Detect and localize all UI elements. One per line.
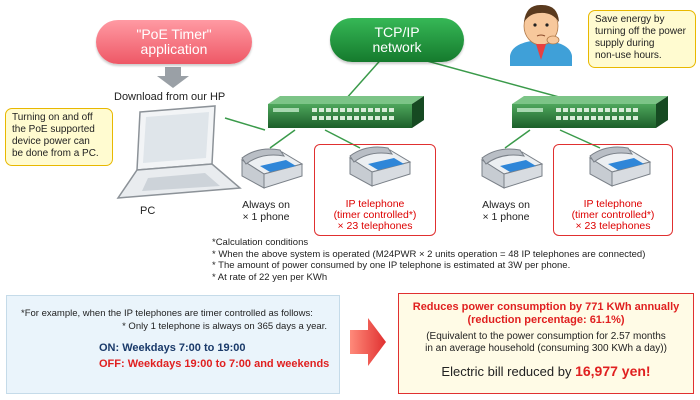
download-arrow-icon: [157, 67, 189, 88]
result-headline-sub: (reduction percentage: 61.1%): [467, 314, 625, 326]
label-line: Always on: [482, 199, 530, 211]
always-on-label: Always on × 1 phone: [226, 199, 306, 223]
pc-label: PC: [140, 205, 156, 217]
label-line: Always on: [242, 199, 290, 211]
timer-phones-box: [314, 144, 436, 236]
network-label-line1: TCP/IP: [374, 24, 420, 40]
label-line: IP telephone: [583, 198, 643, 210]
example-box: *For example, when the IP telephones are…: [6, 295, 340, 394]
calc-title: *Calculation conditions: [212, 237, 309, 248]
label-line: × 1 phone: [482, 211, 530, 223]
app-label-line2: application: [140, 41, 208, 57]
calculation-conditions: *Calculation conditions * When the above…: [212, 237, 645, 283]
label-line: (timer controlled*): [333, 209, 417, 221]
save-energy-callout: Save energy by turning off the power sup…: [588, 10, 696, 68]
bill-prefix: Electric bill reduced by: [441, 364, 576, 379]
off-schedule: OFF: Weekdays 19:00 to 7:00 and weekends: [99, 358, 330, 370]
label-line: × 23 telephones: [337, 220, 413, 232]
download-text: Download from our HP: [114, 91, 226, 103]
result-equivalent: in an average household (consuming 300 K…: [425, 343, 667, 354]
poe-switch-icon: [512, 96, 668, 128]
calc-line: * At rate of 22 yen per KWh: [212, 271, 328, 283]
ip-phone-icon: [348, 146, 412, 187]
label-line: (timer controlled*): [571, 209, 655, 221]
laptop-pc-icon: [116, 105, 242, 199]
label-line: × 1 phone: [242, 211, 290, 223]
tcpip-network-badge: TCP/IP network: [330, 18, 464, 62]
result-bill: Electric bill reduced by 16,977 yen!: [399, 363, 693, 379]
label-line: IP telephone: [345, 198, 405, 210]
example-line1: *For example, when the IP telephones are…: [21, 308, 313, 319]
callout-line: Save energy by: [595, 14, 665, 25]
network-label-line2: network: [372, 39, 422, 55]
callout-line: Turning on and off: [12, 112, 93, 123]
label-line: × 23 telephones: [575, 220, 651, 232]
timer-phone-label: IP telephone (timer controlled*) × 23 te…: [314, 199, 436, 232]
result-headline: Reduces power consumption by 771 KWh ann…: [412, 301, 680, 313]
result-equivalent: (Equivalent to the power consumption for…: [426, 331, 666, 342]
app-label-line1: "PoE Timer": [136, 26, 212, 42]
example-line2: * Only 1 telephone is always on 365 days…: [122, 321, 327, 332]
ip-phone-icon: [240, 148, 304, 189]
pc-control-callout: Turning on and off the PoE supported dev…: [5, 108, 113, 166]
callout-line: device power can: [12, 136, 90, 147]
callout-line: non-use hours.: [595, 50, 662, 61]
callout-line: turning off the power: [595, 26, 686, 37]
timer-phone-label: IP telephone (timer controlled*) × 23 te…: [553, 199, 673, 232]
ip-phone-icon: [588, 146, 652, 187]
callout-line: supply during: [595, 38, 655, 49]
result-box: Reduces power consumption by 771 KWh ann…: [398, 293, 694, 394]
poe-switch-icon: [268, 96, 424, 128]
bill-amount: 16,977 yen!: [575, 363, 651, 379]
network-cables: [224, 54, 601, 149]
on-schedule: ON: Weekdays 7:00 to 19:00: [99, 342, 246, 354]
calc-line: * The amount of power consumed by one IP…: [212, 260, 571, 271]
ip-phone-icon: [480, 148, 544, 189]
calc-line: * When the above system is operated (M24…: [212, 248, 646, 260]
callout-line: the PoE supported: [12, 124, 95, 135]
poe-timer-app-badge: "PoE Timer" application: [96, 20, 252, 64]
result-arrow-icon: [350, 318, 386, 366]
always-on-label: Always on × 1 phone: [466, 199, 546, 223]
timer-phones-box: [553, 144, 673, 236]
callout-line: be done from a PC.: [12, 148, 99, 159]
person-thinking-icon: [510, 4, 572, 66]
